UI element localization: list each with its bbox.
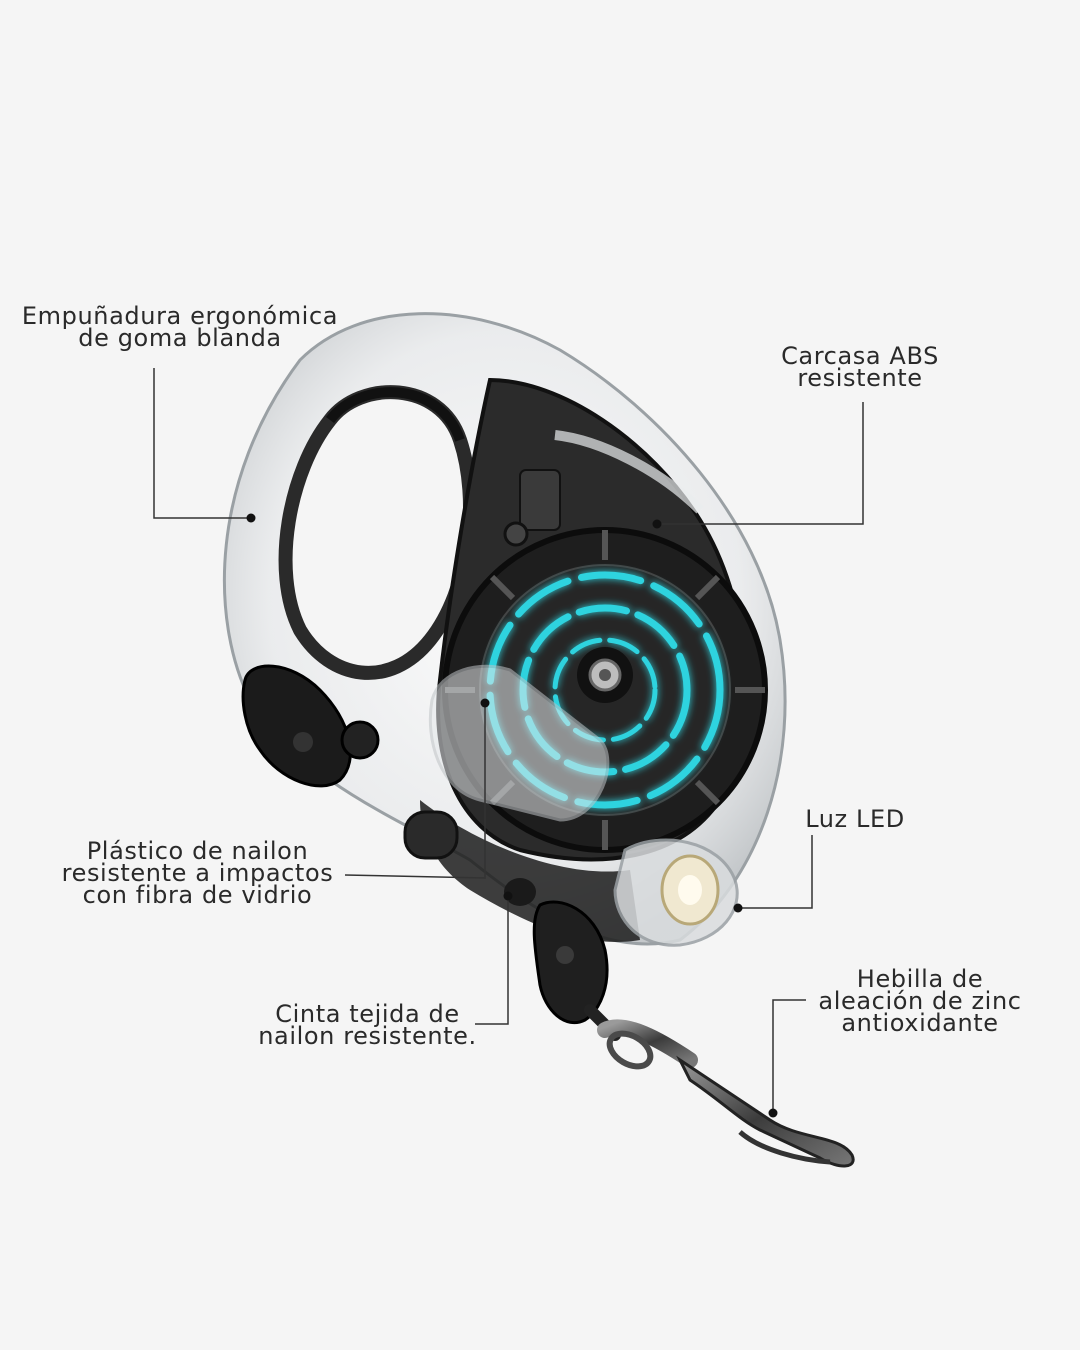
snap-hook — [676, 1055, 855, 1168]
callout-tape-line-2: nailon resistente. — [258, 1022, 477, 1050]
leader-tape — [475, 896, 509, 1025]
callout-tape-line-1: Cinta tejida de — [275, 1000, 460, 1028]
callout-plastic-line-3: con fibra de vidrio — [82, 881, 313, 909]
dot-plastic — [480, 698, 490, 708]
callout-housing-line-1: Carcasa ABS — [781, 342, 939, 370]
callout-grip-line-2: de goma blanda — [78, 324, 282, 352]
callout-led-line-1: Luz LED — [805, 805, 905, 833]
callout-housing-line-2: resistente — [797, 364, 923, 392]
callout-buckle: Hebilla de aleación de zinc antioxidante — [805, 965, 1035, 1037]
leader-led — [738, 835, 813, 909]
dot-housing — [652, 519, 662, 529]
dot-buckle — [768, 1108, 778, 1118]
callout-led: Luz LED — [805, 805, 905, 833]
callout-plastic-line-1: Plástico de nailon — [86, 837, 309, 865]
callout-plastic: Plástico de nailon resistente a impactos… — [45, 837, 350, 909]
leader-plastic — [344, 703, 486, 879]
dot-tape — [503, 891, 513, 901]
callout-buckle-line-1: Hebilla de — [856, 965, 984, 993]
leader-housing — [660, 402, 864, 525]
callout-grip: Empuñadura ergonómica de goma blanda — [10, 302, 350, 352]
callout-tape: Cinta tejida de nailon resistente. — [245, 1000, 490, 1050]
dot-grip — [246, 513, 256, 523]
leader-grip — [153, 368, 248, 519]
clip-strap — [532, 900, 609, 1024]
callout-buckle-line-2: aleación de zinc — [818, 987, 1022, 1015]
callout-grip-line-1: Empuñadura ergonómica — [21, 302, 339, 330]
callout-buckle-line-3: antioxidante — [841, 1009, 999, 1037]
callout-housing: Carcasa ABS resistente — [760, 342, 960, 392]
callout-plastic-line-2: resistente a impactos — [61, 859, 334, 887]
dot-led — [733, 903, 743, 913]
leader-buckle — [772, 999, 806, 1112]
brake-button — [241, 664, 352, 788]
